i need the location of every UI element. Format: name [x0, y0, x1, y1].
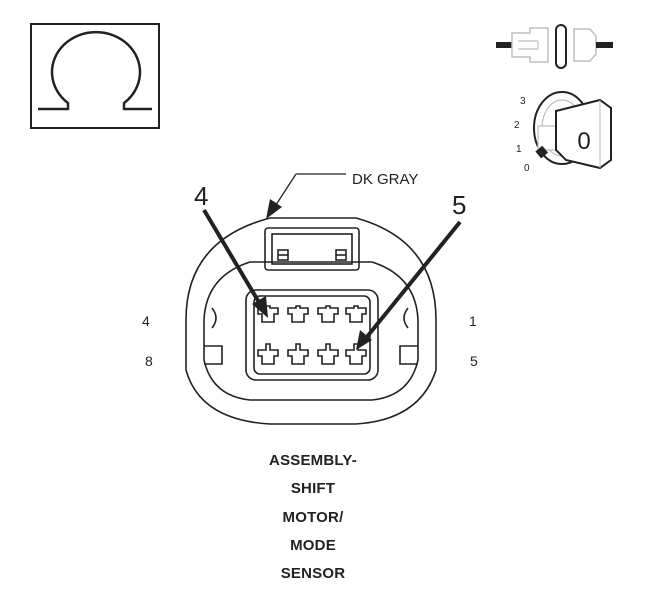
callout-label-right: 5 [452, 190, 466, 220]
connector-body [185, 217, 437, 425]
callout-label-left: 4 [194, 181, 208, 211]
ignition-key-icon: 0 3 2 1 0 [514, 91, 612, 174]
ignition-position-3: 3 [520, 96, 526, 107]
caption-line-4: MODE [290, 537, 336, 554]
caption-line-5: SENSOR [280, 565, 346, 582]
terminal [317, 343, 339, 365]
caption-line-1: ASSEMBLY- [269, 452, 357, 469]
pin-label-bottom-right: 5 [470, 353, 478, 369]
terminal [287, 305, 309, 323]
ohmmeter-icon [30, 23, 160, 129]
terminal [345, 305, 367, 323]
ignition-position-1: 1 [516, 144, 522, 155]
pin-label-bottom-left: 8 [145, 353, 153, 369]
terminal-row-top [257, 305, 367, 323]
wire-color-callout: DK GRAY [266, 171, 418, 219]
pin-label-top-right: 1 [469, 313, 477, 329]
terminal [287, 343, 309, 365]
ignition-position-2: 2 [514, 120, 520, 131]
pin-label-top-left: 4 [142, 313, 150, 329]
wire-color-label: DK GRAY [352, 171, 418, 188]
callout-arrow-left: 4 [194, 181, 268, 318]
caption-line-2: SHIFT [290, 480, 336, 497]
disconnected-connector-icon [496, 24, 613, 69]
caption-line-3: MOTOR/ [282, 509, 344, 526]
terminal [317, 305, 339, 323]
terminal-row-bottom [257, 343, 367, 365]
terminal [257, 343, 279, 365]
key-label: 0 [577, 128, 590, 155]
callout-arrow-right: 5 [356, 190, 466, 350]
terminal [345, 343, 367, 365]
ignition-position-0: 0 [524, 163, 530, 174]
